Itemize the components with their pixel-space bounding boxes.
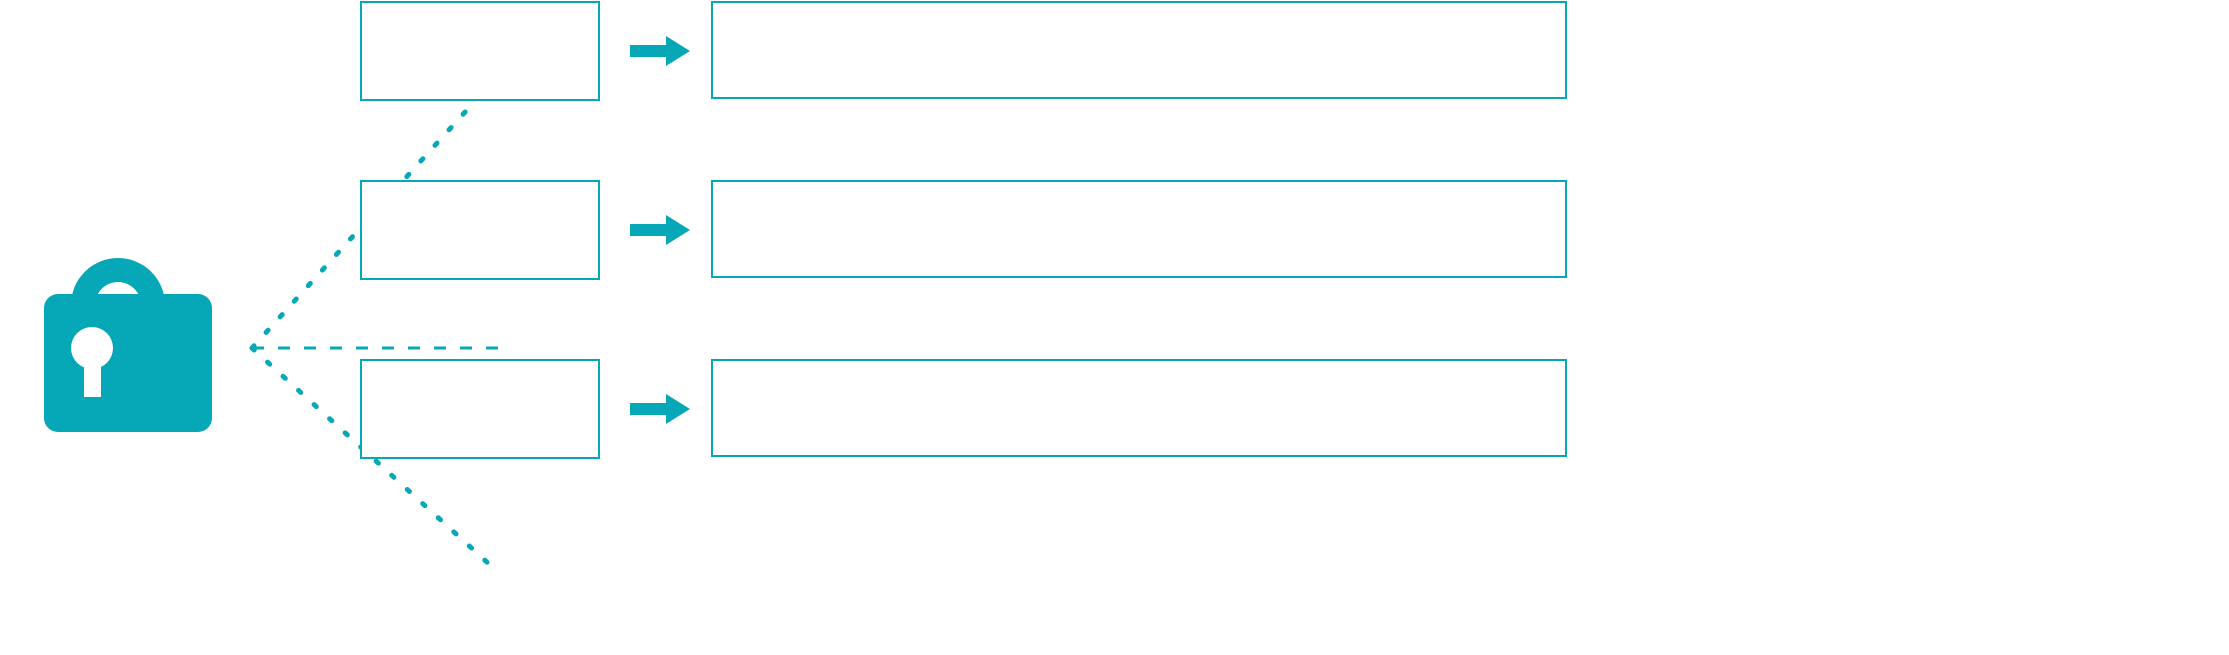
row-3-arrow-icon [630,394,690,424]
row-2-arrow-holder [630,215,690,245]
row-2-arrow-icon [630,215,690,245]
connector-to-row-3 [249,345,503,577]
row-3-detail-box-label [713,361,1565,455]
row-3-stage-box-label [362,361,598,457]
row-1-arrow-icon [630,36,690,66]
row-2-stage-box[interactable] [360,180,600,280]
row-2-detail-box-label [713,182,1565,276]
row-2-stage-box-label [362,182,598,278]
row-1-arrow-holder [630,36,690,66]
row-1-stage-box[interactable] [360,1,600,101]
row-1-stage-box-label [362,3,598,99]
row-3-arrow-holder [630,394,690,424]
row-3-detail-box[interactable] [711,359,1567,457]
row-2-detail-box[interactable] [711,180,1567,278]
row-3-stage-box[interactable] [360,359,600,459]
row-1-detail-box[interactable] [711,1,1567,99]
lock-icon [44,258,212,432]
row-1-detail-box-label [713,3,1565,97]
lock-icon-holder [28,205,228,440]
